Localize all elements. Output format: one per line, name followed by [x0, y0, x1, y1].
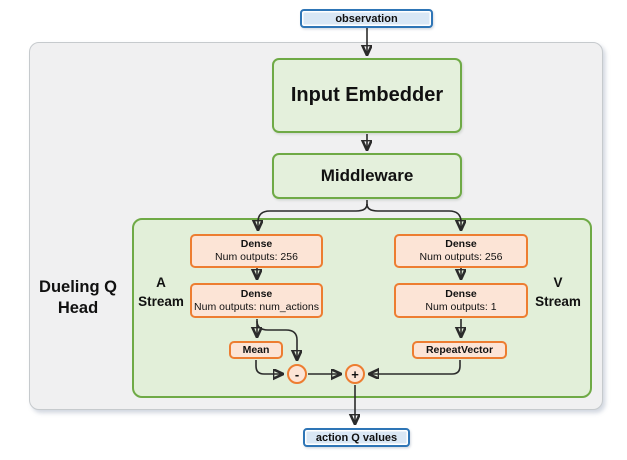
- action-q-values-label: action Q values: [315, 431, 398, 444]
- a-stream-dense2-block: Dense Num outputs: num_actions: [190, 283, 323, 318]
- v-dense2-title: Dense: [445, 287, 477, 300]
- dueling-q-head-title: Dueling Q Head: [26, 277, 130, 319]
- repeat-vector-label: RepeatVector: [425, 343, 494, 356]
- a-stream-dense1-block: Dense Num outputs: 256: [190, 234, 323, 268]
- input-embedder-block: Input Embedder: [272, 58, 462, 133]
- dueling-title-line1: Dueling Q: [39, 278, 117, 296]
- a-stream-line2: Stream: [138, 294, 184, 309]
- observation-node: observation: [300, 9, 433, 28]
- subtract-operator-node: -: [287, 364, 307, 384]
- middleware-block: Middleware: [272, 153, 462, 199]
- a-stream-line1: A: [156, 275, 166, 290]
- add-operator-node: +: [345, 364, 365, 384]
- minus-sign: -: [294, 366, 300, 382]
- v-stream-label: V Stream: [527, 273, 589, 311]
- v-dense1-title: Dense: [445, 238, 477, 250]
- a-dense2-subtitle: Num outputs: num_actions: [194, 300, 319, 313]
- v-dense2-subtitle: Num outputs: 1: [425, 300, 497, 313]
- action-q-values-node: action Q values: [303, 428, 410, 447]
- plus-sign: +: [351, 366, 359, 382]
- a-dense1-title: Dense: [240, 238, 273, 250]
- a-stream-label: A Stream: [131, 273, 191, 311]
- observation-label: observation: [335, 12, 398, 25]
- middleware-label: Middleware: [320, 166, 414, 185]
- a-dense1-subtitle: Num outputs: 256: [215, 251, 298, 263]
- v-stream-line2: Stream: [535, 294, 581, 309]
- dueling-title-line2: Head: [57, 299, 99, 317]
- v-stream-dense2-block: Dense Num outputs: 1: [394, 283, 528, 318]
- a-dense2-title: Dense: [240, 287, 273, 300]
- v-dense1-subtitle: Num outputs: 256: [419, 251, 503, 263]
- v-stream-line1: V: [553, 275, 563, 290]
- mean-label: Mean: [242, 343, 270, 356]
- mean-block: Mean: [229, 341, 283, 359]
- v-stream-dense1-block: Dense Num outputs: 256: [394, 234, 528, 268]
- repeat-vector-block: RepeatVector: [412, 341, 507, 359]
- input-embedder-label: Input Embedder: [290, 84, 444, 106]
